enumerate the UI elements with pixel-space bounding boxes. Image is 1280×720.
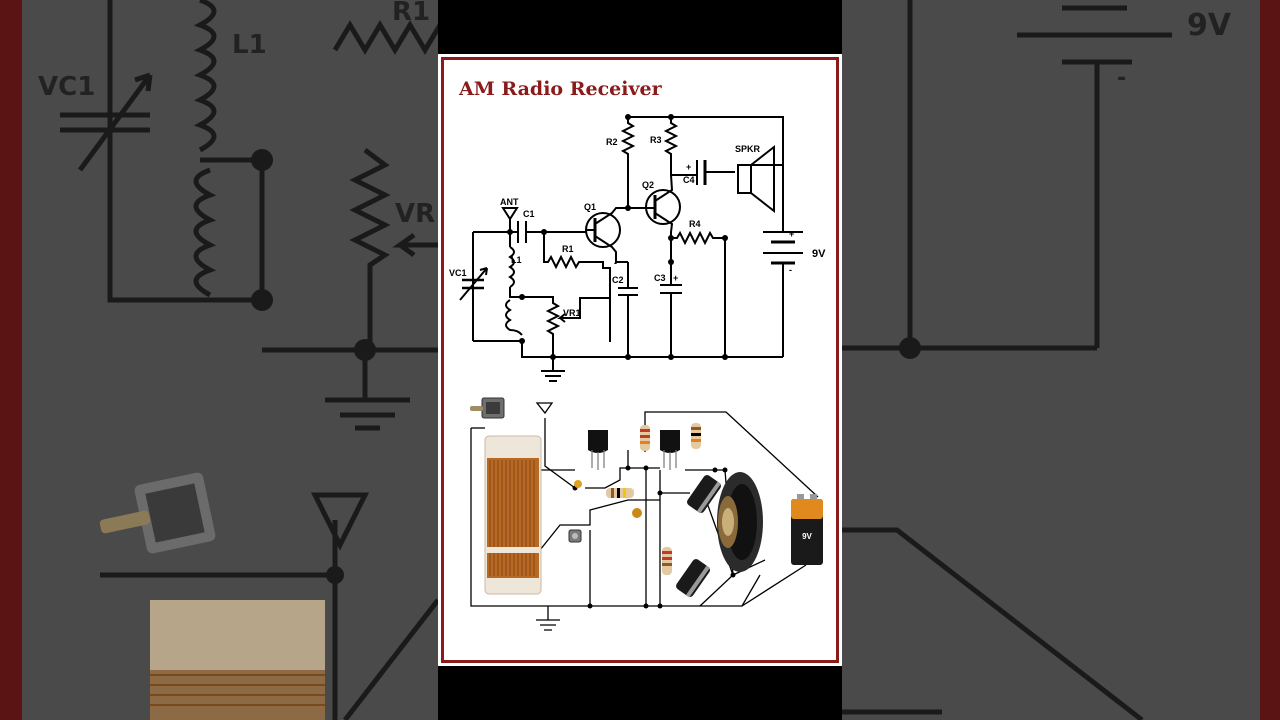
diagram-card: R2 R3 SPKR + C4 Q2 Q1 ANT C1 R4 + R1 9V … bbox=[438, 54, 842, 666]
tuning-capacitor-photo bbox=[470, 397, 505, 419]
battery-photo: 9V bbox=[791, 494, 823, 565]
resistor-r2-photo bbox=[640, 425, 650, 451]
label-r4: R4 bbox=[689, 219, 701, 229]
bg-minus-sign: - bbox=[1117, 66, 1126, 91]
label-c2: C2 bbox=[612, 275, 624, 285]
label-c4-plus: + bbox=[686, 162, 691, 172]
left-blurred-zoom: L1 VC1 R1 VR bbox=[0, 0, 438, 720]
capacitor-c2-photo bbox=[632, 508, 642, 518]
resistor-r3-photo bbox=[691, 423, 701, 449]
label-battery-plus: + bbox=[789, 229, 794, 239]
label-r3: R3 bbox=[650, 135, 662, 145]
label-battery-minus: - bbox=[789, 265, 792, 275]
schematic-junctions bbox=[507, 114, 728, 360]
label-ant: ANT bbox=[500, 197, 519, 207]
battery-label: 9V bbox=[802, 532, 812, 541]
bg-label-vc1: VC1 bbox=[38, 72, 95, 102]
label-q2: Q2 bbox=[642, 180, 654, 190]
ferrite-coil-photo bbox=[484, 435, 542, 595]
resistor-r1-photo bbox=[606, 488, 634, 498]
antenna-icon bbox=[535, 402, 554, 415]
trimmer-vr1-photo bbox=[568, 529, 582, 543]
bg-label-r1: R1 bbox=[392, 0, 430, 27]
capacitor-c1-photo bbox=[574, 480, 582, 488]
label-vc1: VC1 bbox=[449, 268, 467, 278]
page-title: AM Radio Receiver bbox=[459, 78, 662, 100]
transistor-q2-photo bbox=[660, 430, 680, 470]
diagram-frame bbox=[441, 57, 839, 663]
label-r2: R2 bbox=[606, 137, 618, 147]
capacitor-c3-photo bbox=[676, 559, 710, 598]
resistor-r4-photo bbox=[662, 547, 672, 575]
diagram-svg: R2 R3 SPKR + C4 Q2 Q1 ANT C1 R4 + R1 9V … bbox=[449, 114, 826, 631]
label-c2-minus: - bbox=[614, 258, 617, 268]
label-c4: C4 bbox=[683, 175, 695, 185]
label-r1: R1 bbox=[562, 244, 574, 254]
bg-label-vr: VR bbox=[395, 199, 435, 229]
schematic-labels: R2 R3 SPKR + C4 Q2 Q1 ANT C1 R4 + R1 9V … bbox=[449, 135, 826, 318]
bg-label-9v: 9V bbox=[1187, 8, 1232, 43]
right-blurred-zoom: 9V - bbox=[842, 0, 1280, 720]
label-c3: C3 bbox=[654, 273, 666, 283]
speaker-photo bbox=[717, 472, 763, 572]
label-q1: Q1 bbox=[584, 202, 596, 212]
bg-tuning-capacitor-photo bbox=[99, 472, 216, 554]
bg-label-l1: L1 bbox=[232, 30, 267, 60]
label-c1: C1 bbox=[523, 209, 535, 219]
label-9v: 9V bbox=[812, 248, 826, 260]
capacitor-c4-photo bbox=[687, 475, 721, 514]
label-l1: L1 bbox=[511, 255, 522, 265]
label-spkr: SPKR bbox=[735, 144, 761, 154]
label-vr1: VR1 bbox=[563, 308, 581, 318]
transistor-q1-photo bbox=[588, 430, 608, 470]
label-c3-plus: + bbox=[673, 273, 678, 283]
schematic bbox=[459, 116, 803, 382]
